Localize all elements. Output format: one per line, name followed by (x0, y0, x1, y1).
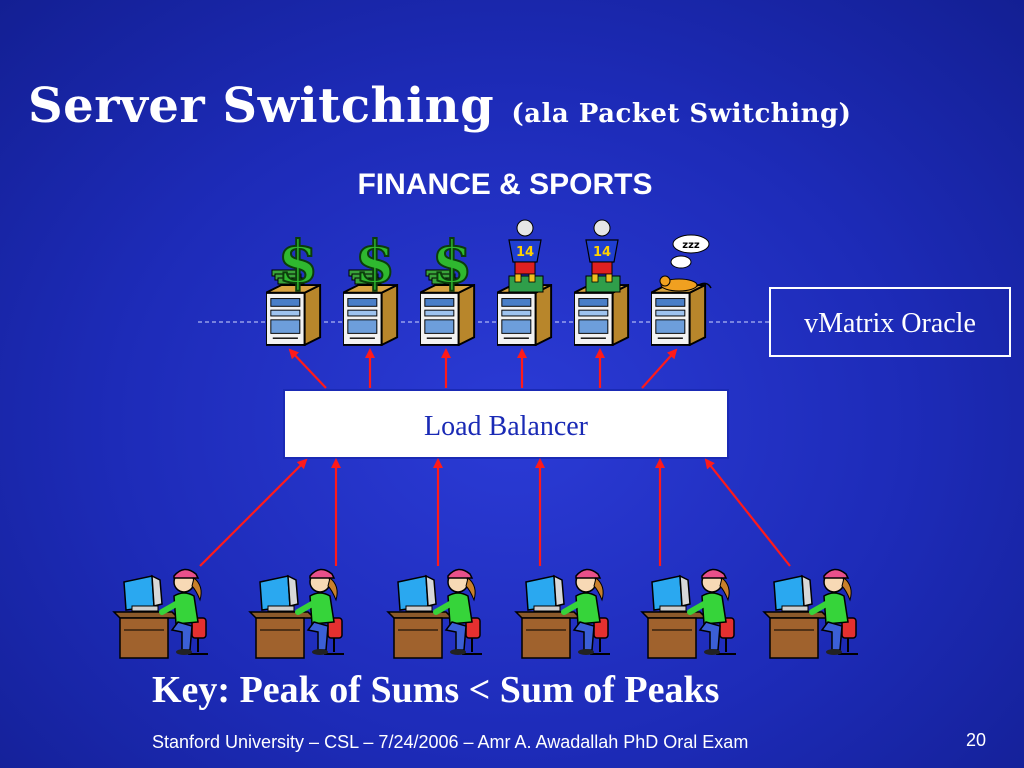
money-stack-icon (348, 269, 382, 285)
server-4: 14 (497, 219, 553, 346)
user-at-computer-icon (764, 569, 858, 658)
server-row: $ $ $14 14 zzz (266, 219, 712, 346)
arrow-from-user-6 (704, 458, 791, 567)
user-at-computer-icon (516, 569, 610, 658)
svg-text:14: 14 (516, 245, 534, 260)
slide-subtitle: FINANCE & SPORTS (357, 168, 653, 201)
slide-title: Server Switching (ala Packet Switching) (28, 78, 851, 134)
load-balancer-box: Load Balancer (283, 389, 729, 459)
user-row (114, 569, 858, 658)
money-stack-icon (425, 269, 459, 285)
dollar-sign-icon: $ (355, 228, 395, 296)
server-icon (497, 284, 553, 346)
user-at-computer-icon (250, 569, 344, 658)
server-3: $ (420, 227, 476, 346)
key-statement: Key: Peak of Sums < Sum of Peaks (152, 669, 720, 711)
title-suffix: (ala Packet Switching) (511, 99, 852, 129)
money-stack-icon (271, 269, 305, 285)
svg-text:zzz: zzz (682, 240, 700, 251)
football-player-icon: 14 (508, 219, 544, 293)
footer-text: Stanford University – CSL – 7/24/2006 – … (152, 732, 749, 752)
vmatrix-oracle-label: vMatrix Oracle (804, 308, 976, 339)
server-2: $ (343, 227, 399, 346)
vmatrix-oracle-box: vMatrix Oracle (769, 287, 1011, 357)
arrow-group (199, 348, 791, 567)
title-main: Server Switching (28, 78, 495, 134)
user-at-computer-icon (114, 569, 208, 658)
arrow-to-server-1 (288, 348, 327, 389)
arrow-from-user-1 (199, 458, 308, 567)
server-6: zzz (651, 234, 712, 346)
server-1: $ (266, 227, 322, 346)
football-player-icon: 14 (585, 219, 621, 293)
user-at-computer-icon (388, 569, 482, 658)
sleeping-cat-icon: zzz (659, 234, 712, 292)
arrow-to-server-6 (641, 348, 678, 389)
user-at-computer-icon (642, 569, 736, 658)
server-5: 14 (574, 219, 630, 346)
server-icon (574, 284, 630, 346)
dollar-sign-icon: $ (278, 228, 318, 296)
page-number: 20 (966, 730, 987, 750)
dollar-sign-icon: $ (432, 228, 472, 296)
server-icon (651, 284, 707, 346)
load-balancer-label: Load Balancer (424, 411, 589, 442)
svg-text:14: 14 (593, 245, 611, 260)
